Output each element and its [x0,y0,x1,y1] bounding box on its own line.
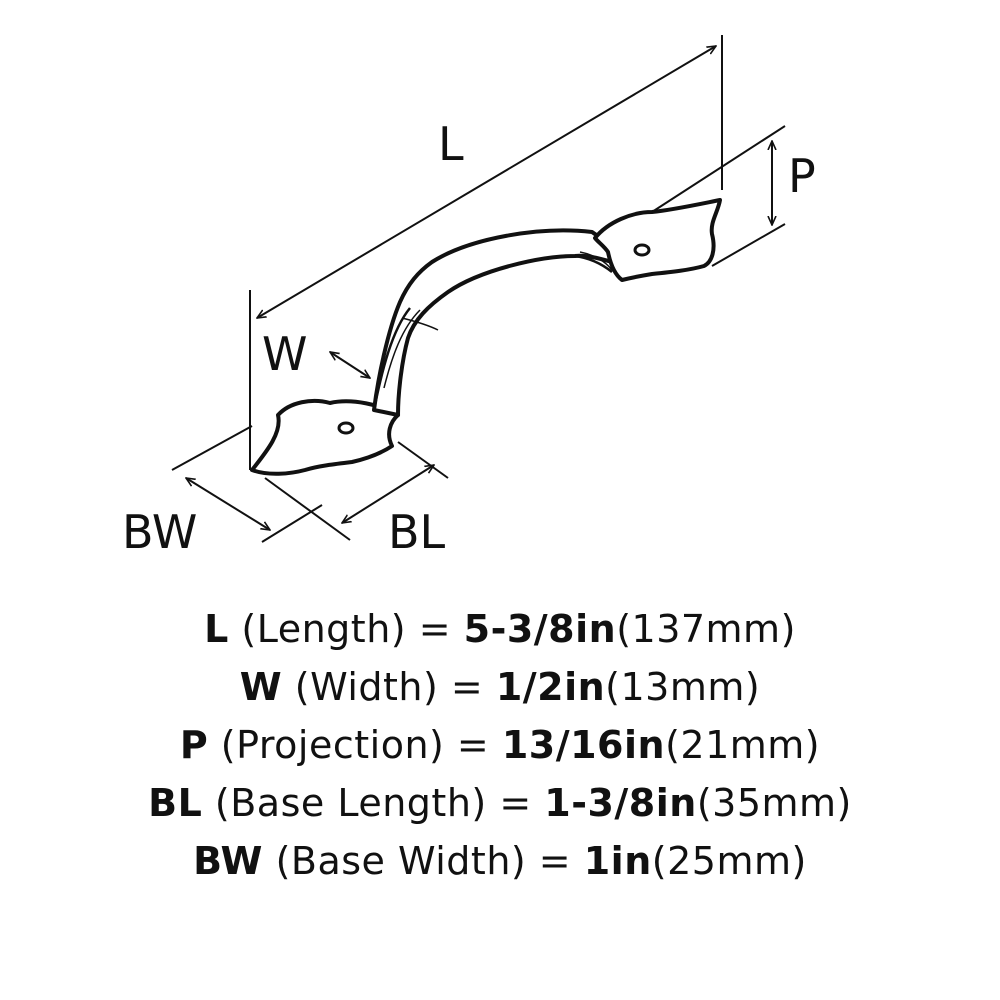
right-base-plate [593,198,722,282]
dimension-spec-list: L (Length) = 5-3/8in(137mm) W (Width) = … [0,600,1000,890]
spec-imperial: 1/2in [495,665,606,709]
spec-desc: (Width) = [282,665,496,709]
spec-metric: (35mm) [696,781,852,825]
width-arrow [330,352,370,378]
spec-desc: (Base Length) = [202,781,545,825]
spec-imperial: 1-3/8in [544,781,697,825]
spec-metric: (13mm) [605,665,761,709]
cabinet-pull-handle [250,198,722,476]
spec-metric: (137mm) [616,607,796,651]
spec-desc: (Length) = [228,607,464,651]
spec-imperial: 13/16in [501,723,666,767]
spec-row-base-width: BW (Base Width) = 1in(25mm) [0,832,1000,890]
base-length-extension-right [397,441,449,479]
spec-desc: (Projection) = [208,723,502,767]
width-label: W [262,327,307,381]
spec-desc: (Base Width) = [262,839,584,883]
spec-row-base-length: BL (Base Length) = 1-3/8in(35mm) [0,774,1000,832]
base-width-extension-right [261,504,323,543]
base-width-label: BW [122,505,197,559]
spec-row-length: L (Length) = 5-3/8in(137mm) [0,600,1000,658]
base-length-label: BL [388,505,446,559]
spec-metric: (21mm) [665,723,821,767]
spec-row-projection: P (Projection) = 13/16in(21mm) [0,716,1000,774]
spec-abbr: W [239,665,283,709]
left-screw-hole [337,421,355,435]
projection-label: P [788,149,816,203]
base-width-extension-left [171,425,253,471]
length-arrow [257,46,716,318]
right-screw-hole [633,243,651,257]
base-length-arrow [342,465,434,523]
projection-extension-bottom [711,223,786,267]
spec-abbr: BW [193,839,263,883]
spec-metric: (25mm) [651,839,807,883]
handle-dimension-diagram: L P W BW BL [122,35,816,559]
spec-imperial: 5-3/8in [463,607,617,651]
spec-abbr: L [204,607,229,651]
length-label: L [438,117,464,171]
spec-imperial: 1in [583,839,652,883]
dimension-lines [171,35,786,543]
spec-abbr: P [179,723,209,767]
projection-extension-top [651,125,786,213]
spec-abbr: BL [148,781,203,825]
base-width-arrow [186,478,270,530]
spec-row-width: W (Width) = 1/2in(13mm) [0,658,1000,716]
base-length-extension-left [264,477,351,541]
width-guide [401,317,439,331]
left-base-plate [250,398,400,476]
